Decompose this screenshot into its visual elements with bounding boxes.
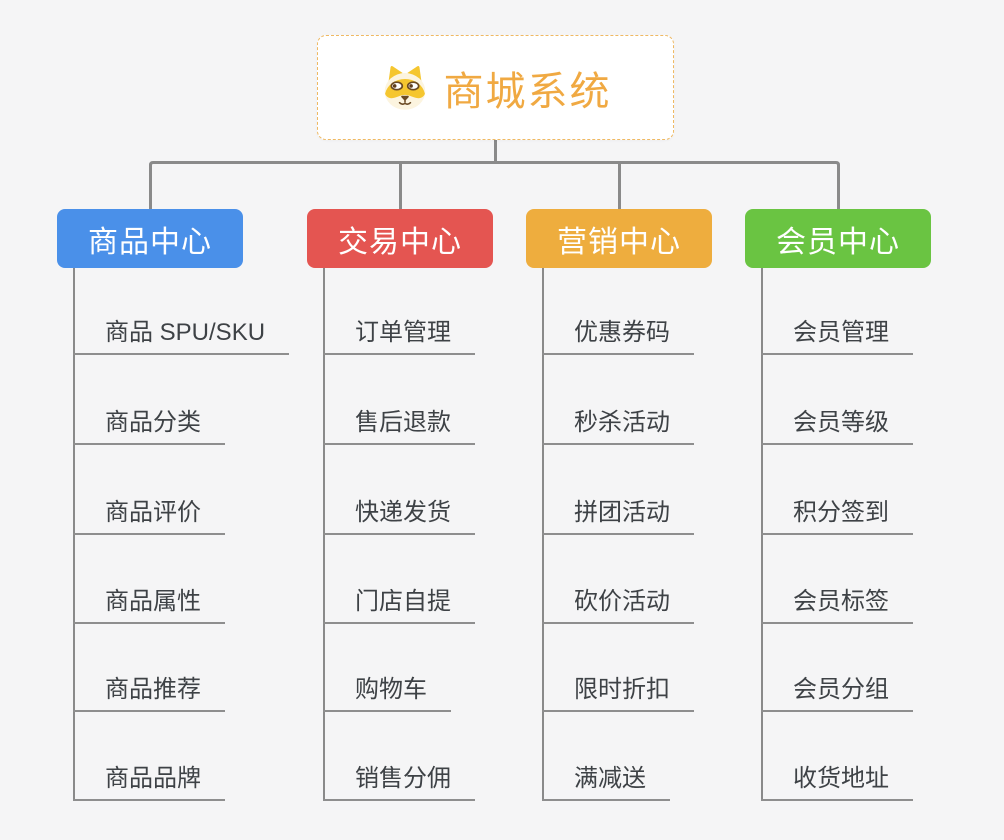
leaf-label: 售后退款 [355, 409, 451, 436]
leaf-node[interactable]: 商品属性 [73, 588, 225, 624]
branch-column-member-center: 会员中心 会员管理 会员等级 积分签到 会员标签 会员分组 收货地址 [745, 209, 995, 819]
leaf-label: 商品 SPU/SKU [105, 319, 266, 346]
root-title: 商城系统 [443, 69, 612, 114]
branch-column-trade-center: 交易中心 订单管理 售后退款 快递发货 门店自提 购物车 销售分佣 [307, 209, 557, 819]
leaf-node[interactable]: 会员标签 [761, 588, 913, 624]
leaf-label: 收货地址 [793, 765, 889, 792]
leaf-label: 会员分组 [793, 676, 889, 703]
leaf-node[interactable]: 购物车 [323, 676, 451, 712]
leaf-label: 限时折扣 [574, 676, 670, 703]
branch-header-member-center[interactable]: 会员中心 [745, 209, 931, 268]
branch-column-product-center: 商品中心 商品 SPU/SKU 商品分类 商品评价 商品属性 商品推荐 商品品牌 [57, 209, 307, 819]
branch-label: 营销中心 [557, 225, 681, 259]
leaf-label: 订单管理 [355, 319, 451, 346]
leaf-label: 积分签到 [793, 499, 889, 526]
leaf-node[interactable]: 砍价活动 [542, 588, 694, 624]
leaf-label: 快递发货 [355, 499, 451, 526]
leaf-label: 砍价活动 [574, 588, 670, 615]
leaf-node[interactable]: 优惠券码 [542, 319, 694, 355]
leaf-label: 拼团活动 [574, 499, 670, 526]
leaf-node[interactable]: 商品 SPU/SKU [73, 319, 290, 355]
leaf-node[interactable]: 拼团活动 [542, 499, 694, 535]
dog-mascot-icon [384, 66, 425, 110]
branch-label: 交易中心 [338, 225, 462, 259]
branch-label: 商品中心 [88, 225, 212, 259]
leaf-node[interactable]: 订单管理 [323, 319, 475, 355]
branch-label: 会员中心 [776, 225, 900, 259]
leaf-label: 商品评价 [105, 499, 201, 526]
leaf-label: 购物车 [355, 676, 427, 703]
leaf-label: 商品分类 [105, 409, 201, 436]
leaf-node[interactable]: 积分签到 [761, 499, 913, 535]
leaf-label: 商品品牌 [105, 765, 201, 792]
leaf-node[interactable]: 商品评价 [73, 499, 225, 535]
leaf-label: 会员等级 [793, 409, 889, 436]
root-node[interactable]: 商城系统 [317, 35, 674, 140]
branch-header-product-center[interactable]: 商品中心 [57, 209, 243, 268]
leaf-node[interactable]: 会员管理 [761, 319, 913, 355]
leaf-label: 商品属性 [105, 588, 201, 615]
leaf-node[interactable]: 商品推荐 [73, 676, 225, 712]
leaf-node[interactable]: 商品品牌 [73, 765, 225, 801]
leaf-node[interactable]: 门店自提 [323, 588, 475, 624]
leaf-node[interactable]: 售后退款 [323, 409, 475, 445]
leaf-node[interactable]: 秒杀活动 [542, 409, 694, 445]
leaf-node[interactable]: 收货地址 [761, 765, 913, 801]
branch-bus-line [149, 161, 840, 209]
leaf-label: 会员管理 [793, 319, 889, 346]
leaf-label: 优惠券码 [574, 319, 670, 346]
leaf-node[interactable]: 会员分组 [761, 676, 913, 712]
leaf-label: 销售分佣 [355, 765, 451, 792]
leaf-node[interactable]: 限时折扣 [542, 676, 694, 712]
leaf-node[interactable]: 商品分类 [73, 409, 225, 445]
leaf-node[interactable]: 销售分佣 [323, 765, 475, 801]
leaf-label: 秒杀活动 [574, 409, 670, 436]
leaf-label: 门店自提 [355, 588, 451, 615]
branch-header-marketing-center[interactable]: 营销中心 [526, 209, 712, 268]
leaf-node[interactable]: 快递发货 [323, 499, 475, 535]
leaf-node[interactable]: 满减送 [542, 765, 670, 801]
leaf-label: 商品推荐 [105, 676, 201, 703]
leaf-label: 满减送 [574, 765, 646, 792]
leaf-label: 会员标签 [793, 588, 889, 615]
leaf-node[interactable]: 会员等级 [761, 409, 913, 445]
branch-header-trade-center[interactable]: 交易中心 [307, 209, 493, 268]
branch-column-marketing-center: 营销中心 优惠券码 秒杀活动 拼团活动 砍价活动 限时折扣 满减送 [526, 209, 776, 819]
